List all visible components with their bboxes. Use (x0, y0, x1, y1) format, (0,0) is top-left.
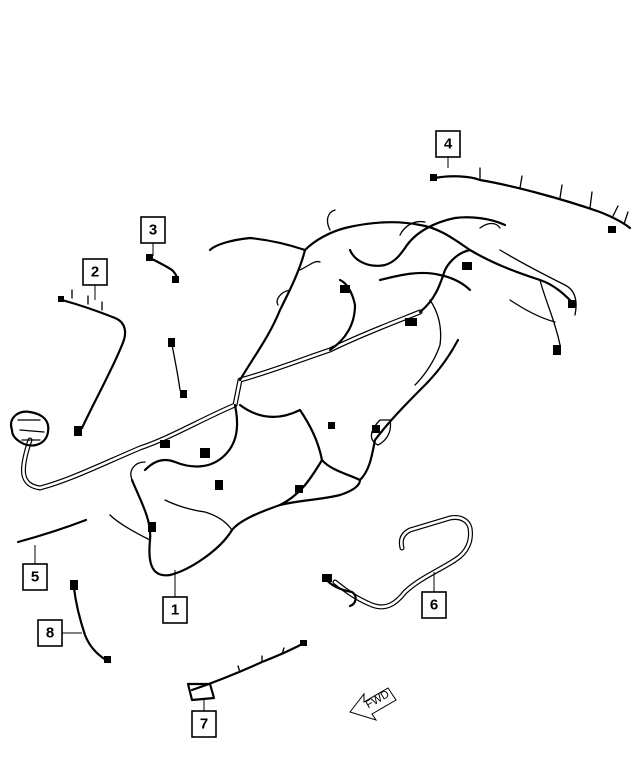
callout-5: 5 (22, 563, 48, 591)
connector-icon (430, 174, 437, 181)
callout-3: 3 (140, 216, 166, 244)
harness-part-2 (58, 289, 127, 436)
fwd-indicator: FWD (349, 687, 397, 721)
callout-5-label: 5 (31, 569, 39, 586)
harness-part-3 (146, 254, 179, 283)
main-body-harness (10, 209, 577, 577)
harness-part-8 (70, 580, 111, 663)
connector-icon (608, 226, 616, 233)
connector-icon (215, 480, 223, 490)
harness-part-6 (322, 515, 473, 610)
connector-icon (168, 338, 175, 347)
callout-8-label: 8 (46, 625, 54, 642)
connector-icon (462, 262, 472, 270)
callout-8: 8 (37, 619, 63, 647)
connector-icon (340, 285, 350, 293)
connector-icon (70, 580, 78, 590)
forward-arrow-icon (349, 687, 397, 721)
connector-icon (328, 422, 335, 429)
connector-icon (322, 574, 332, 582)
connector-icon (372, 425, 380, 433)
harness-part-4 (430, 167, 632, 233)
connector-icon (160, 440, 170, 448)
connector-icon (180, 390, 187, 398)
connector-icon (553, 345, 561, 355)
connector-icon (300, 640, 307, 646)
connector-icon (200, 448, 210, 458)
harness-part-7 (186, 640, 308, 702)
harness-part-5 (16, 518, 88, 544)
callout-1-label: 1 (171, 602, 179, 619)
callout-1: 1 (162, 596, 188, 624)
connector-icon (58, 296, 64, 302)
connector-icon (568, 300, 576, 308)
callout-2-label: 2 (91, 264, 99, 281)
callout-4: 4 (435, 130, 461, 158)
connector-icon (172, 276, 179, 283)
callout-2: 2 (82, 258, 108, 286)
connector-icon (295, 485, 303, 493)
connector-icon (146, 254, 153, 261)
leader-lines (34, 157, 449, 711)
connector-icon (405, 318, 417, 326)
callout-6-label: 6 (430, 597, 438, 614)
callout-6: 6 (421, 591, 447, 619)
connector-icon (104, 656, 111, 663)
callout-3-label: 3 (149, 222, 157, 239)
callout-7: 7 (191, 710, 217, 738)
callout-4-label: 4 (444, 136, 453, 153)
connector-icon (148, 522, 156, 532)
connector-icon (74, 426, 82, 436)
callout-7-label: 7 (200, 716, 208, 733)
